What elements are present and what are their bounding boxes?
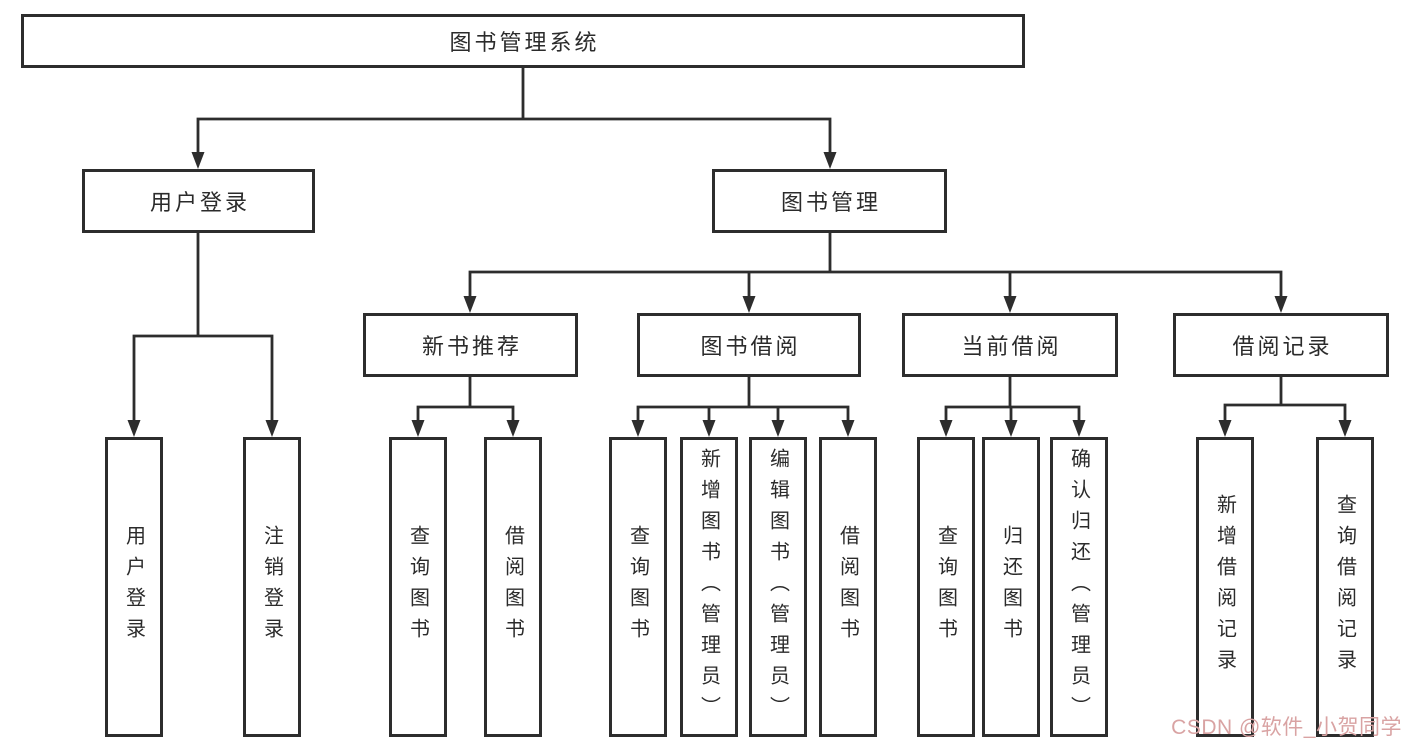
leaf-borrow-edit-book-admin: 编辑图书（管理员） — [749, 437, 807, 737]
node-user-login: 用户登录 — [82, 169, 315, 233]
leaf-record-query-borrow-record: 查询借阅记录 — [1316, 437, 1374, 737]
leaf-current-query-book: 查询图书 — [917, 437, 975, 737]
leaf-logout: 注销登录 — [243, 437, 301, 737]
connector-borrow-record-split — [1218, 375, 1352, 437]
connector-user-login-split — [127, 231, 279, 437]
leaf-recommend-query-book: 查询图书 — [389, 437, 447, 737]
leaf-borrow-add-book-admin: 新增图书（管理员） — [680, 437, 738, 737]
leaf-borrow-query-book: 查询图书 — [609, 437, 667, 737]
connector-root-split — [191, 66, 837, 169]
connector-book-mgmt-split — [463, 231, 1288, 313]
leaf-user-login: 用户登录 — [105, 437, 163, 737]
node-current-borrow: 当前借阅 — [902, 313, 1118, 377]
leaf-borrow-borrow-book: 借阅图书 — [819, 437, 877, 737]
leaf-record-add-borrow-record: 新增借阅记录 — [1196, 437, 1254, 737]
leaf-current-return-book: 归还图书 — [982, 437, 1040, 737]
leaf-current-confirm-return-admin: 确认归还（管理员） — [1050, 437, 1108, 737]
node-borrow-record: 借阅记录 — [1173, 313, 1389, 377]
node-book-management: 图书管理 — [712, 169, 947, 233]
leaf-recommend-borrow-book: 借阅图书 — [484, 437, 542, 737]
node-book-borrow: 图书借阅 — [637, 313, 861, 377]
connector-book-borrow-split — [631, 375, 855, 437]
csdn-watermark: CSDN @软件_小贺同学 — [1171, 716, 1402, 739]
connector-new-book-split — [411, 375, 520, 437]
connector-current-borrow-split — [939, 375, 1086, 437]
node-library-system: 图书管理系统 — [21, 14, 1025, 68]
node-new-book-recommend: 新书推荐 — [363, 313, 578, 377]
